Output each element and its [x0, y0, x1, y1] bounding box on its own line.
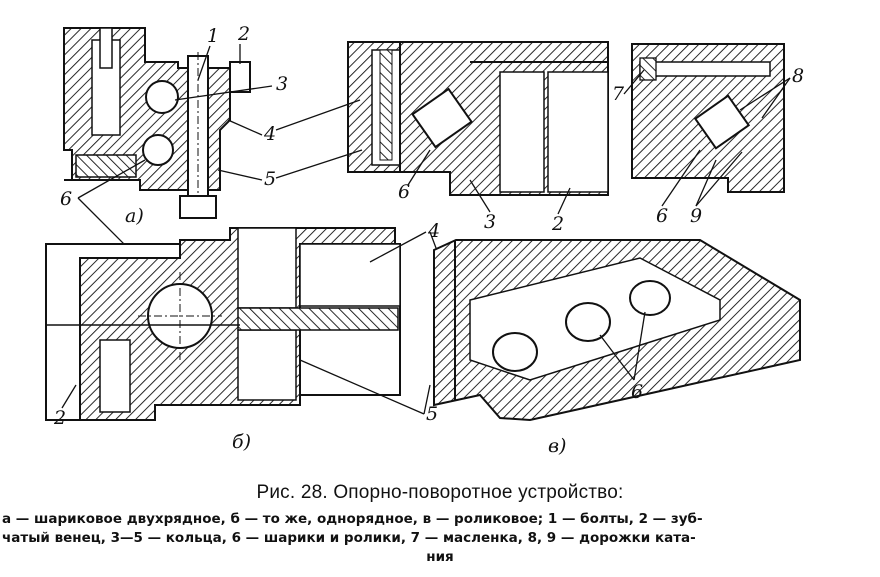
callout-tm-6: 6 [398, 181, 410, 203]
caption-line-2: чатый венец, 3—5 — кольца, 6 — шарики и … [2, 530, 696, 546]
sublabel-b: б) [232, 431, 251, 453]
leader-lines-tr [623, 69, 791, 207]
callout-a-1: 1 [207, 25, 219, 47]
view-v-drawing [433, 239, 801, 422]
callout-tr-9: 9 [690, 205, 702, 227]
view-b-drawing [45, 227, 401, 421]
leader-lines-b [61, 231, 446, 415]
figure-caption-body: а — шариковое двухрядное, б — то же, одн… [2, 510, 878, 567]
callout-a-6: 6 [60, 188, 72, 210]
callout-tm-3: 3 [484, 211, 496, 233]
figure-caption-title: Рис. 28. Опорно-поворотное устройство: [256, 482, 624, 503]
callout-tm-2: 2 [551, 213, 564, 235]
callout-tr-8: 8 [792, 65, 804, 87]
callout-tr-7: 7 [612, 83, 625, 105]
sublabel-a: а) [125, 205, 144, 227]
sublabel-v: в) [548, 435, 566, 457]
top-middle-drawing [347, 41, 609, 196]
leader-lines-tm [275, 99, 571, 215]
callout-a-2: 2 [237, 23, 250, 45]
caption-line-3: ния [426, 549, 454, 565]
callout-b-2: 2 [53, 407, 66, 429]
callout-v-6: 6 [631, 381, 643, 403]
top-right-drawing [631, 43, 785, 193]
view-a-drawing [63, 27, 251, 219]
callout-a-3: 3 [276, 73, 288, 95]
caption-line-1: а — шариковое двухрядное, б — то же, одн… [2, 511, 703, 527]
callout-tr-6: 6 [656, 205, 668, 227]
callout-a-5: 5 [264, 168, 276, 190]
callout-a-4: 4 [263, 123, 276, 145]
callout-b-5: 5 [426, 403, 438, 425]
leader-lines-v [599, 311, 646, 381]
bearing-figure: 1 2 3 4 5 6 а) 6 3 2 7 8 [45, 23, 804, 457]
callout-b-4: 4 [427, 220, 440, 242]
